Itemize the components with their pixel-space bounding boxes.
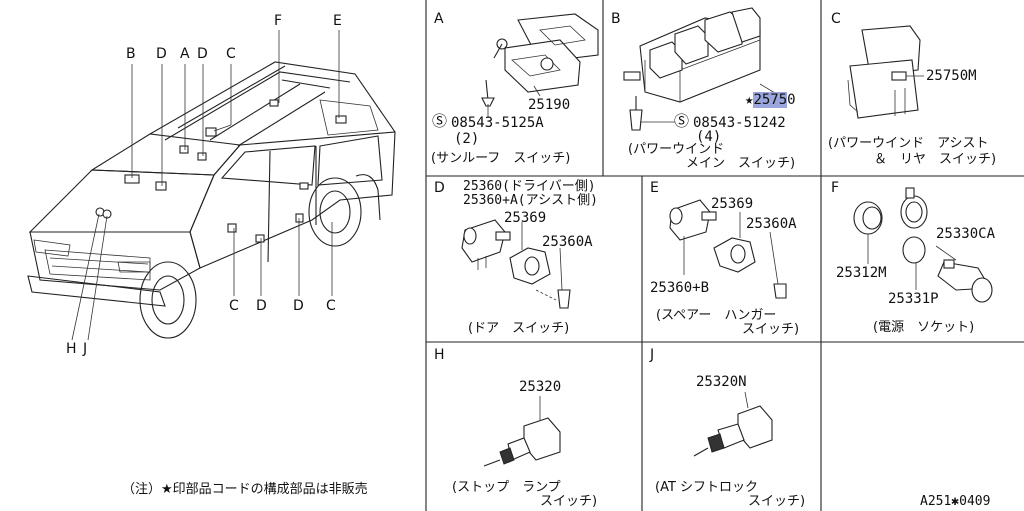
panel-d-part-2: 25360+A(アシスト側) xyxy=(463,193,598,208)
panel-b-screw-code: 08543-51242 xyxy=(693,115,786,131)
panel-j-letter: J xyxy=(650,347,655,363)
vehicle-label-d: D xyxy=(256,298,267,314)
screw-symbol-icon: Ⓢ xyxy=(674,112,690,130)
vehicle-label-d: D xyxy=(293,298,304,314)
vehicle-label-j: J xyxy=(83,341,88,357)
panel-e-part-3: 25360+B xyxy=(650,280,710,296)
panel-b-caption-1: (パワーウインド xyxy=(628,142,725,157)
panel-h-art xyxy=(483,396,561,467)
panel-d-part-4: 25360A xyxy=(542,234,593,250)
vehicle-label-f: F xyxy=(274,13,283,29)
panel-h-caption-1: (ストップ ランプ xyxy=(452,480,561,495)
panel-b-letter: B xyxy=(611,11,621,27)
panel-d-letter: D xyxy=(434,180,445,196)
vehicle-label-d: D xyxy=(156,46,167,62)
vehicle-label-b: B xyxy=(126,46,136,62)
panel-f-letter: F xyxy=(831,180,840,196)
panel-e-part-2: 25360A xyxy=(746,216,797,232)
panel-a-screw-qty: (2) xyxy=(454,131,480,147)
panel-b-part: ★25750 xyxy=(745,92,796,108)
vehicle-drawing xyxy=(27,30,396,341)
panel-j-part: 25320N xyxy=(696,374,747,390)
vehicle-label-h: H xyxy=(66,341,77,357)
panel-f-caption: (電源 ソケット) xyxy=(873,320,975,335)
footnote: （注）★印部品コードの構成部品は非販売 xyxy=(122,482,368,497)
panel-j-caption-1: (AT シフトロック xyxy=(655,480,759,495)
panel-a-art xyxy=(481,13,599,118)
panel-d-caption: (ドア スイッチ) xyxy=(468,321,570,336)
screw-symbol-icon: Ⓢ xyxy=(432,112,448,130)
figure-code: A251✱0409 xyxy=(920,494,991,509)
highlighted-part-code: 2575 xyxy=(753,92,788,108)
vehicle-label-c: C xyxy=(226,46,236,62)
star-mark: ★ xyxy=(745,92,754,108)
panel-b-art xyxy=(623,7,781,131)
panel-d-part-3: 25369 xyxy=(504,210,547,226)
panel-f-part-3: 25331P xyxy=(888,291,939,307)
panel-h-caption-2: スイッチ) xyxy=(540,494,598,509)
panel-e-art xyxy=(669,199,787,299)
panel-d-art xyxy=(461,219,571,309)
panel-e-caption-1: (スペアー ハンガー xyxy=(656,308,777,323)
panel-f-part-2: 25312M xyxy=(836,265,887,281)
panel-c-part: 25750M xyxy=(926,68,977,84)
panel-a-caption: (サンルーフ スイッチ) xyxy=(431,151,571,166)
panel-h-letter: H xyxy=(434,347,445,363)
panel-grid xyxy=(425,0,1024,511)
vehicle-label-c: C xyxy=(229,298,239,314)
panel-a-letter: A xyxy=(434,11,444,27)
panel-f-art xyxy=(853,187,993,303)
panel-h-part: 25320 xyxy=(519,379,562,395)
part-code-suffix: 0 xyxy=(787,92,796,108)
panel-b-caption-2: メイン スイッチ) xyxy=(686,156,796,171)
panel-d-part-1: 25360(ドライバー側) xyxy=(463,179,596,194)
panel-b-screw-qty: (4) xyxy=(696,129,722,145)
vehicle-label-a: A xyxy=(180,46,190,62)
panel-f-part-1: 25330CA xyxy=(936,226,996,242)
panel-e-caption-2: スイッチ) xyxy=(742,322,800,337)
panel-j-art xyxy=(693,391,773,457)
panel-c-caption-2: ＆ リヤ スイッチ) xyxy=(874,152,997,167)
panel-c-art xyxy=(847,25,924,119)
panel-c-caption-1: (パワーウインド アシスト xyxy=(828,136,989,151)
panel-e-letter: E xyxy=(650,180,659,196)
panel-j-caption-2: スイッチ) xyxy=(748,494,806,509)
vehicle-label-e: E xyxy=(333,13,342,29)
panel-a-part: 25190 xyxy=(528,97,571,113)
panel-e-part-1: 25369 xyxy=(711,196,754,212)
panel-a-screw-code: 08543-5125A xyxy=(451,115,544,131)
panel-c-letter: C xyxy=(831,11,841,27)
vehicle-label-c: C xyxy=(326,298,336,314)
vehicle-label-d: D xyxy=(197,46,208,62)
